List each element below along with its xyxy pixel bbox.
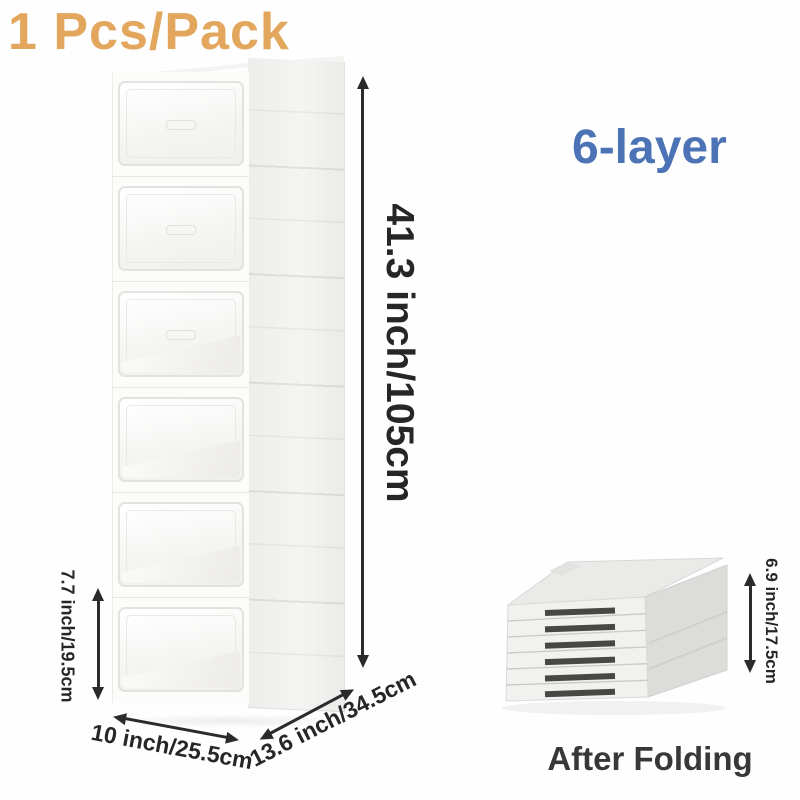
total-height-label: 41.3 inch/105cm [378, 203, 421, 503]
box-door [118, 81, 244, 167]
shoe-box-stack [106, 56, 356, 728]
box-door [118, 501, 244, 587]
box-door [118, 291, 244, 377]
folded-height-arrow [749, 585, 752, 661]
layer-height-label: 7.7 inch/19.5cm [57, 569, 78, 703]
stack-front-panel [112, 72, 249, 704]
folded-box-shadow [502, 701, 726, 715]
folded-layer-seam [507, 629, 647, 638]
folded-layer-slot [544, 656, 616, 666]
box-door [118, 396, 244, 482]
folded-box [502, 557, 728, 715]
stack-unit [113, 282, 249, 388]
folded-layer-seam [506, 646, 647, 654]
box-door [118, 606, 244, 693]
door-handle-icon [166, 224, 196, 235]
folded-side-seam [648, 637, 728, 670]
pack-count-label: 1 Pcs/Pack [8, 3, 290, 61]
box-door [118, 186, 244, 272]
folded-layer-seam [506, 663, 648, 670]
folded-layer-slot [544, 688, 616, 698]
folded-height-label: 6.9 inch/17.5cm [762, 558, 781, 684]
folded-layer-seam [506, 679, 648, 686]
door-handle-icon [166, 329, 196, 340]
door-handle-icon [166, 119, 196, 130]
stack-unit [113, 597, 249, 704]
stack-unit [113, 177, 249, 283]
folded-box-lid-lip [549, 562, 581, 576]
folded-layer-slot [544, 623, 616, 633]
folded-side-seam [648, 611, 728, 644]
after-folding-caption: After Folding [547, 740, 753, 777]
stack-unit [113, 387, 249, 493]
folded-layer-slot [544, 607, 616, 616]
stack-unit [113, 72, 249, 178]
folded-layer-slot [544, 673, 616, 682]
total-height-arrow [361, 88, 364, 656]
layer-count-label: 6-layer [572, 121, 727, 174]
folded-layer-seam [507, 613, 646, 622]
folded-layer-slot [544, 640, 616, 649]
layer-height-arrow [97, 600, 100, 688]
stack-side-panel [248, 58, 345, 713]
stack-unit [113, 492, 249, 598]
